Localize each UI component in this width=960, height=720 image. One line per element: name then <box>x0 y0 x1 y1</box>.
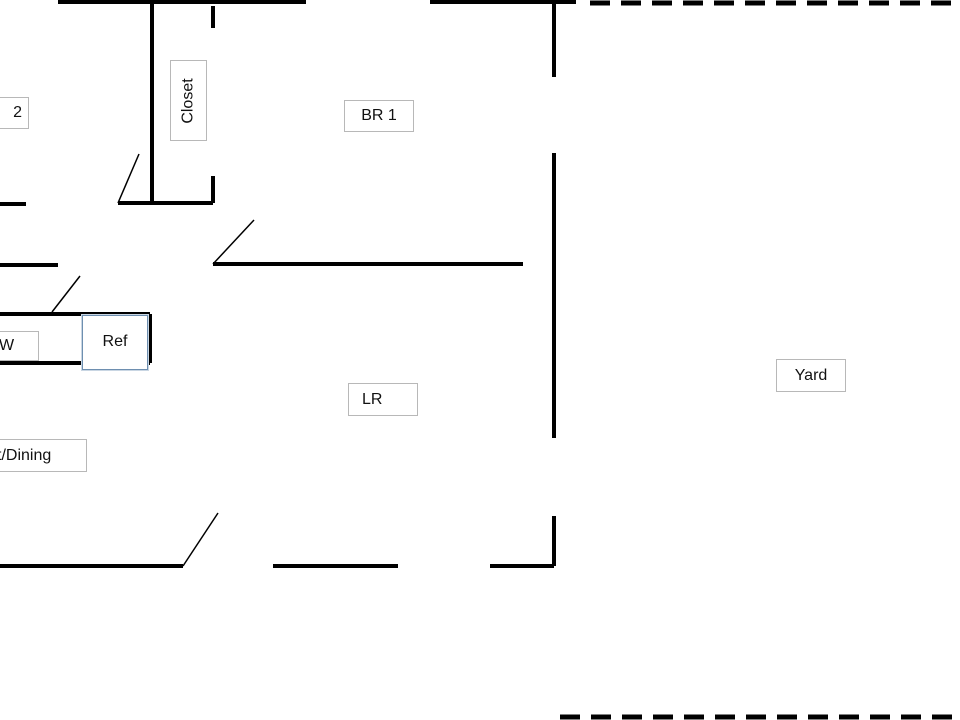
bedroom-1-door-swing <box>212 219 255 265</box>
bath-door-swing <box>51 275 81 313</box>
room-label-living-room: LR <box>348 383 418 416</box>
room-label-closet-text: Closet <box>179 77 197 124</box>
room-label-dishwasher: W <box>0 331 39 361</box>
closet-door-swing <box>117 153 140 204</box>
room-label-kitchen-dining: t/Dining <box>0 439 87 472</box>
room-label-closet: Closet <box>170 60 207 141</box>
room-label-refrigerator: Ref <box>82 315 148 370</box>
front-door-swing <box>182 512 219 567</box>
room-label-bedroom-1: BR 1 <box>344 100 414 132</box>
room-label-yard: Yard <box>776 359 846 392</box>
room-label-bedroom-2: 2 <box>0 97 29 129</box>
